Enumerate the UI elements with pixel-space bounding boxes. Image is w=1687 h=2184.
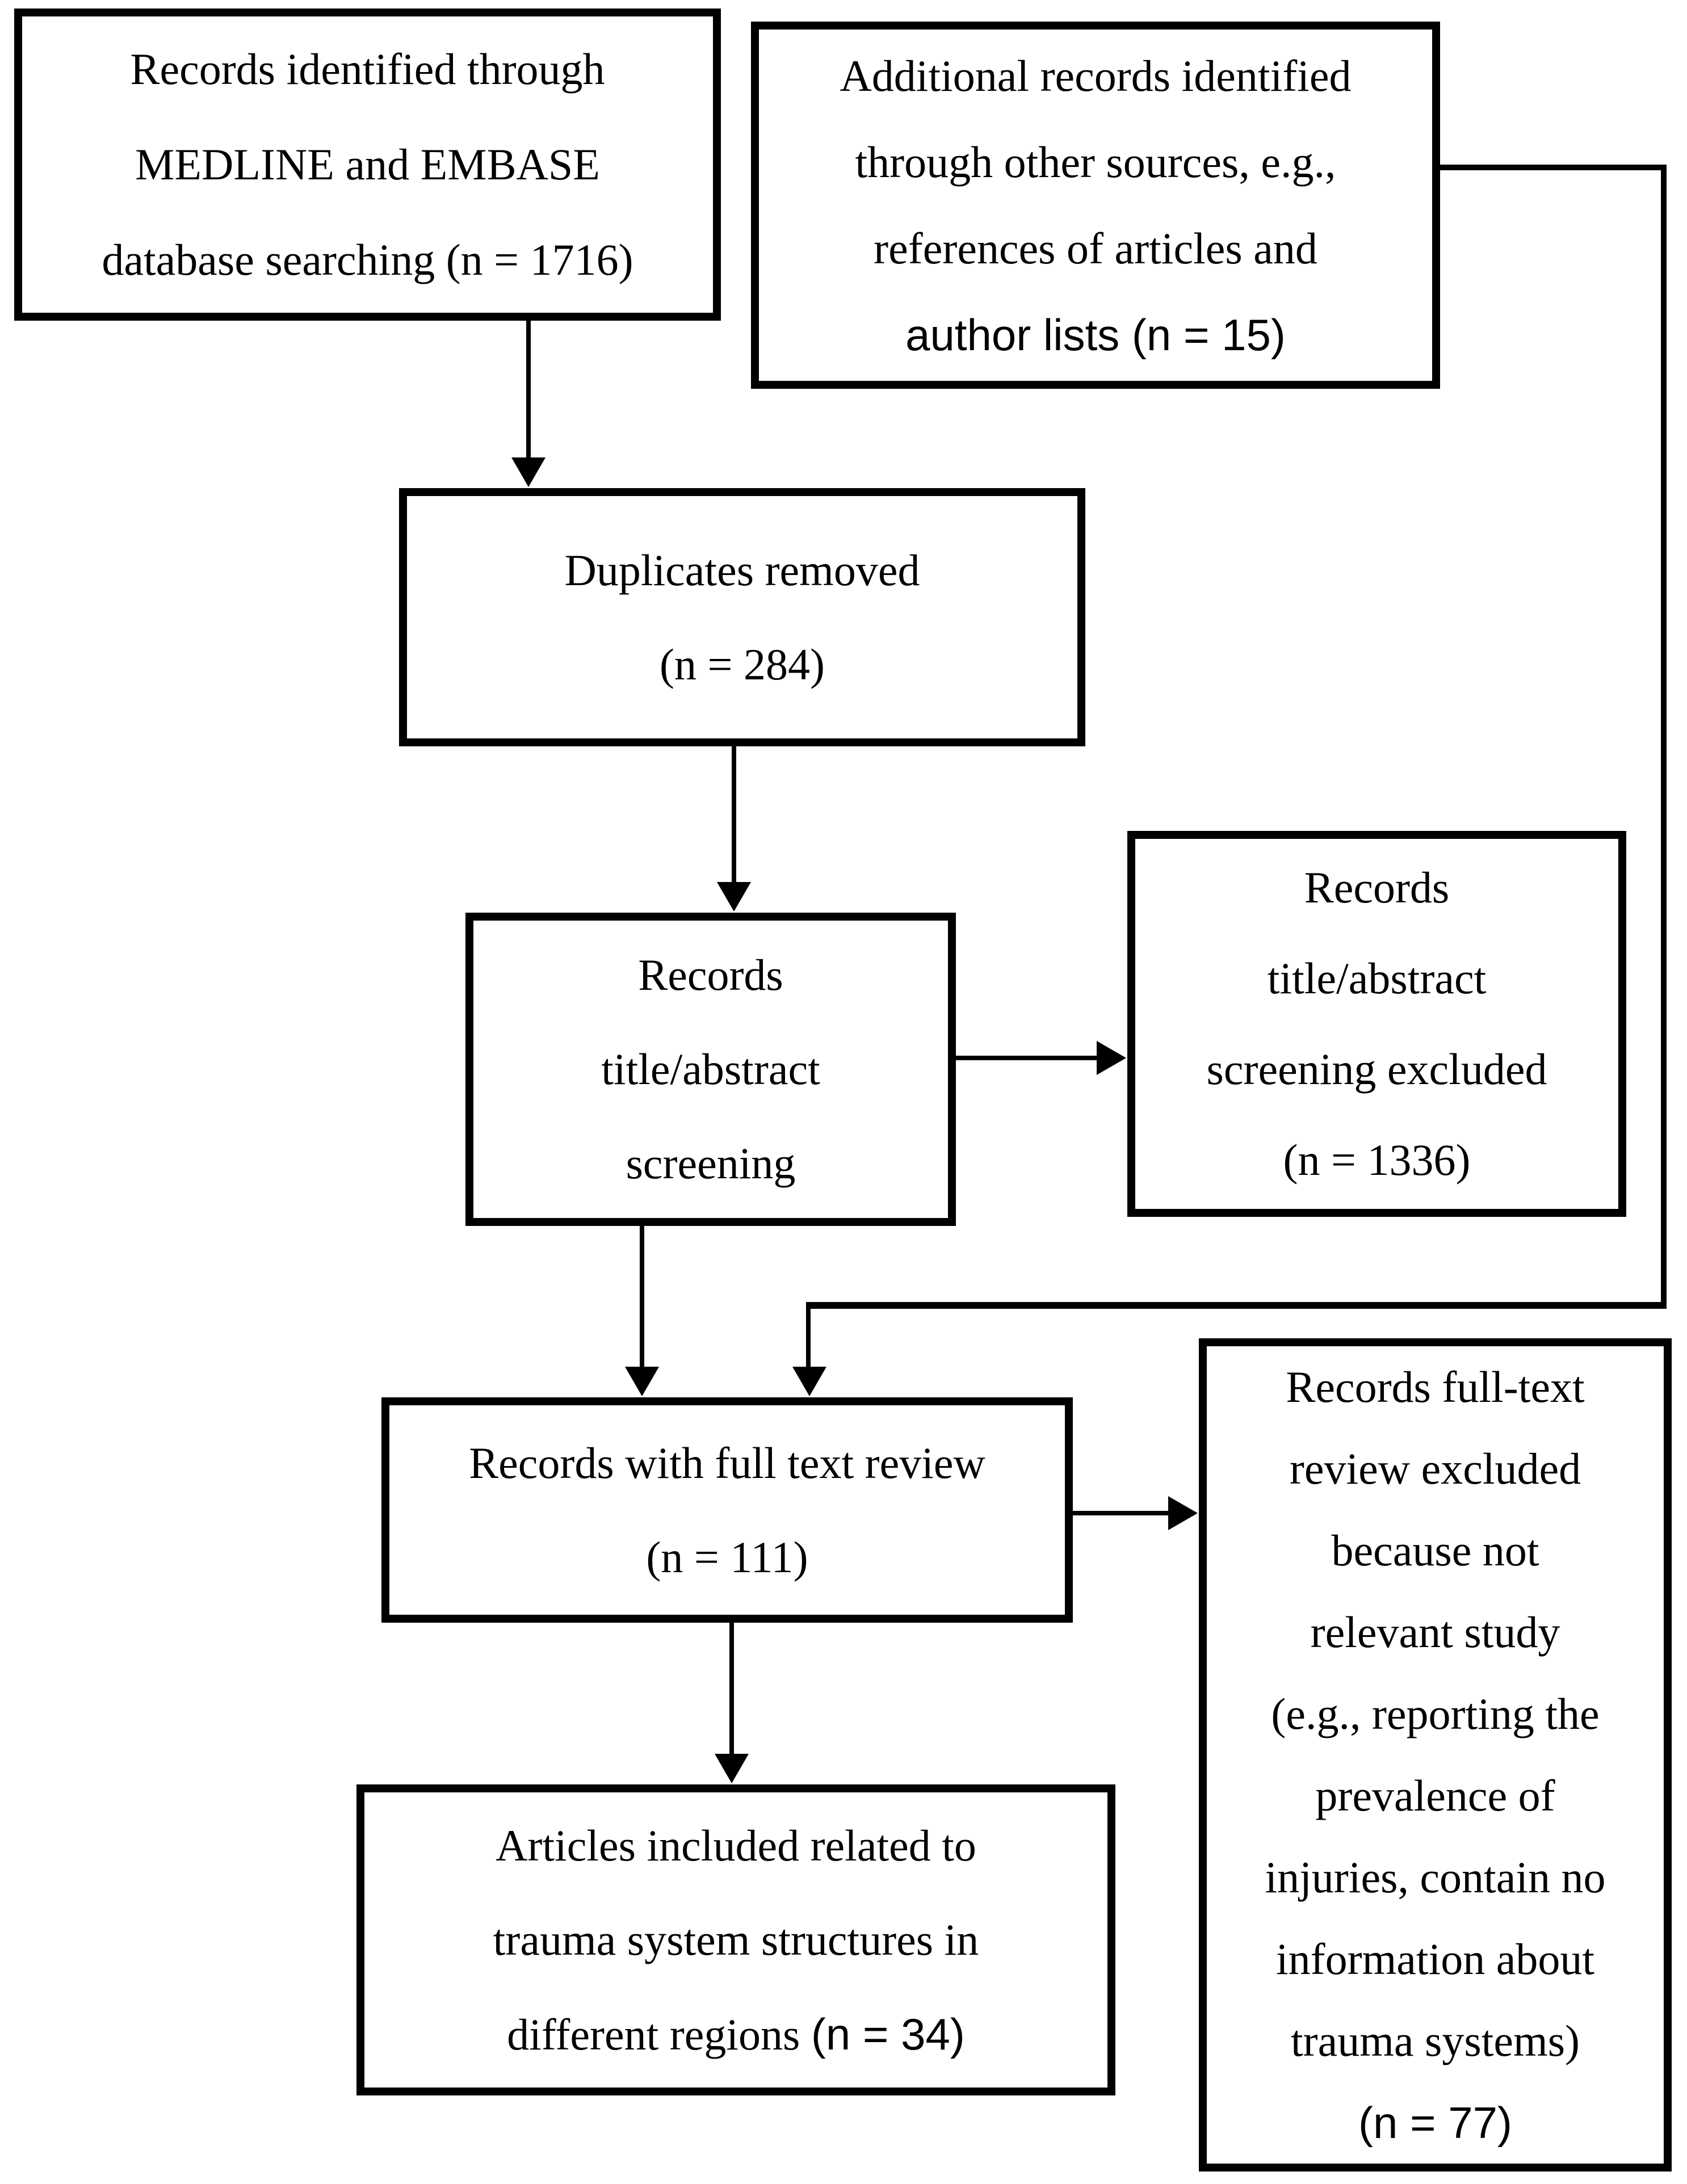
box-text-line: relevant study bbox=[1310, 1607, 1560, 1657]
box-text-line: different regions (n = 34) bbox=[507, 1987, 965, 2082]
connector-fulltext-to-included bbox=[729, 1623, 734, 1756]
box-title-abstract-screening: Records title/abstract screening bbox=[465, 913, 956, 1226]
arrowhead-right-icon bbox=[1168, 1496, 1198, 1530]
box-text-line: database searching (n = 1716) bbox=[102, 235, 633, 284]
box-text-line: Additional records identified bbox=[840, 51, 1352, 100]
box-text-line: title/abstract bbox=[1267, 954, 1487, 1003]
box-text-line: trauma system structures in bbox=[493, 1914, 979, 1964]
connector-additional-records-right-vertical bbox=[1661, 165, 1667, 1309]
box-text-line: prevalence of bbox=[1315, 1771, 1555, 1820]
box-text-line: Records bbox=[638, 950, 783, 999]
box-text-line: (n = 77) bbox=[1358, 2098, 1512, 2148]
box-text-line: (e.g., reporting the bbox=[1271, 1689, 1600, 1738]
box-text-line: Records full-text bbox=[1286, 1362, 1585, 1412]
box-text-line: injuries, contain no bbox=[1265, 1853, 1606, 1902]
connector-duplicates-to-screening bbox=[732, 746, 736, 884]
box-text-line: through other sources, e.g., bbox=[855, 137, 1336, 187]
connector-screening-to-excluded bbox=[956, 1056, 1099, 1060]
arrowhead-down-icon bbox=[792, 1367, 826, 1396]
arrowhead-down-icon bbox=[715, 1754, 749, 1783]
box-text-line: Records with full text review bbox=[469, 1438, 985, 1488]
box-text-line: (n = 284) bbox=[660, 639, 825, 689]
arrowhead-down-icon bbox=[625, 1367, 659, 1396]
connector-fulltext-to-excluded bbox=[1073, 1511, 1170, 1515]
box-full-text-review: Records with full text review (n = 111) bbox=[381, 1397, 1073, 1623]
box-text-run-serif: different regions bbox=[507, 2009, 811, 2059]
box-text-line: Records bbox=[1304, 863, 1450, 912]
box-text-line: Duplicates removed bbox=[564, 545, 920, 595]
box-text-line: because not bbox=[1331, 1526, 1539, 1575]
connector-additional-records-horizontal bbox=[1440, 165, 1665, 170]
connector-screening-to-fulltext bbox=[640, 1226, 644, 1369]
box-text-line: MEDLINE and EMBASE bbox=[135, 140, 600, 189]
box-additional-records: Additional records identified through ot… bbox=[751, 22, 1440, 389]
box-title-abstract-screening-excluded: Records title/abstract screening exclude… bbox=[1127, 831, 1626, 1217]
box-text-line: screening excluded bbox=[1206, 1044, 1547, 1094]
box-text-line: (n = 1336) bbox=[1283, 1135, 1471, 1185]
box-articles-included: Articles included related to trauma syst… bbox=[356, 1784, 1115, 2095]
box-records-identified: Records identified through MEDLINE and E… bbox=[14, 9, 721, 321]
arrowhead-down-icon bbox=[717, 882, 751, 912]
box-duplicates-removed: Duplicates removed (n = 284) bbox=[399, 488, 1085, 746]
connector-additional-records-crossbar bbox=[806, 1302, 1667, 1309]
box-text-run-sans: (n = 34) bbox=[811, 2009, 965, 2059]
box-text-line: author lists (n = 15) bbox=[905, 309, 1286, 360]
connector-identified-to-duplicates bbox=[526, 321, 531, 460]
box-text-line: (n = 111) bbox=[646, 1532, 808, 1582]
connector-additional-records-drop bbox=[806, 1302, 811, 1369]
box-text-line: Records identified through bbox=[130, 44, 605, 94]
box-text-line: screening bbox=[626, 1139, 796, 1188]
box-text-line: Articles included related to bbox=[496, 1820, 976, 1870]
box-full-text-review-excluded: Records full-text review excluded becaus… bbox=[1199, 1338, 1672, 2172]
box-text-line: title/abstract bbox=[601, 1044, 820, 1094]
box-text-line: information about bbox=[1275, 1934, 1595, 1984]
box-text-line: references of articles and bbox=[874, 223, 1317, 273]
box-text-line: trauma systems) bbox=[1290, 2016, 1580, 2065]
arrowhead-right-icon bbox=[1097, 1041, 1126, 1075]
box-text-line: review excluded bbox=[1289, 1444, 1581, 1493]
arrowhead-down-icon bbox=[511, 457, 545, 487]
